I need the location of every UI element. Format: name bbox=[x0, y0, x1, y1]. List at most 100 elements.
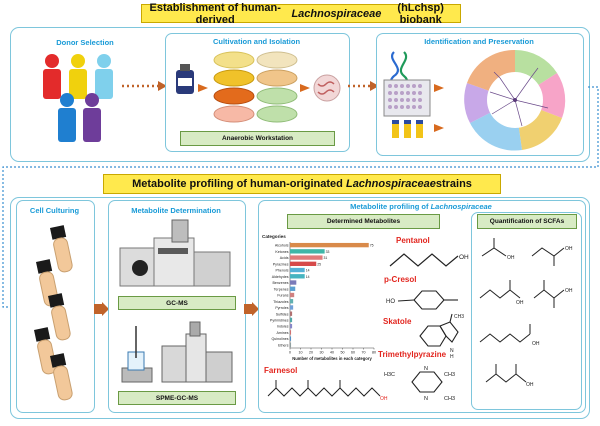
person-blue bbox=[58, 93, 76, 142]
cultivation-illustration bbox=[176, 51, 341, 123]
top-banner-em: Lachnospiraceae bbox=[291, 7, 382, 20]
farnesol-label: Farnesol bbox=[264, 366, 298, 375]
chart-x-tick-label: 80 bbox=[372, 351, 376, 355]
p-cresol-label: p-Cresol bbox=[384, 275, 417, 284]
chart-category-label: Ketones bbox=[275, 250, 288, 254]
chart-x-tick-label: 30 bbox=[320, 351, 324, 355]
tmp-ch3-bottom: CH3 bbox=[444, 396, 455, 402]
chart-bar-value-label: 14 bbox=[306, 269, 310, 273]
person-yellow bbox=[69, 54, 87, 99]
pentanol-oh: OH bbox=[459, 254, 469, 261]
chart-bar-value-label: 31 bbox=[324, 256, 328, 260]
phylogenetic-tree-icon bbox=[464, 49, 566, 151]
chart-category-label: Alcohols bbox=[275, 244, 289, 248]
scfa-box bbox=[471, 212, 582, 410]
p-cresol-ho: HO bbox=[386, 299, 395, 305]
trimethylpyrazine-structure: H3C N N CH3 CH3 bbox=[384, 366, 455, 402]
isobutyric-oh: OH bbox=[565, 288, 573, 294]
pentanol-structure: OH bbox=[389, 253, 469, 267]
profiling-title-em: Lachnospiraceae bbox=[430, 202, 492, 211]
pentanol-label: Pentanol bbox=[396, 236, 430, 245]
skatole-ch3: CH3 bbox=[454, 314, 464, 320]
chart-bar-value-label: 33 bbox=[326, 250, 330, 254]
tmp-h3c: H3C bbox=[384, 372, 395, 378]
sequencing-plate-icon bbox=[383, 79, 431, 117]
chart-category-label: Furans bbox=[277, 294, 288, 298]
isovaleric-oh: OH bbox=[526, 382, 534, 388]
valeric-acid bbox=[479, 324, 531, 343]
chart-category-label: Thiazoles bbox=[273, 300, 289, 304]
anaerobic-workstation-label: Anaerobic Workstation bbox=[180, 131, 335, 146]
butyric-acid bbox=[479, 280, 521, 299]
chart-x-tick-label: 0 bbox=[289, 351, 291, 355]
isolated-colony-plate bbox=[313, 74, 341, 102]
butyric-oh: OH bbox=[516, 300, 524, 306]
chart-category-label: Acids bbox=[280, 256, 289, 260]
propionic-acid bbox=[531, 247, 565, 266]
skatole-structure: CH3 N H bbox=[419, 313, 464, 360]
chart-bar-value-label: 14 bbox=[306, 275, 310, 279]
top-banner: Establishment of human-derived Lachnospi… bbox=[141, 1, 461, 26]
metabolite-determination-title: Metabolite Determination bbox=[131, 206, 221, 215]
person-purple bbox=[83, 93, 101, 142]
acetic-oh: OH bbox=[507, 255, 515, 261]
chart-bar bbox=[290, 249, 325, 254]
bottom-banner-pre: Metabolite profiling of human-originated bbox=[132, 178, 343, 190]
scfa-label: Quantification of SCFAs bbox=[477, 214, 577, 229]
chart-bar bbox=[290, 323, 293, 329]
chart-category-label: Benzenes bbox=[273, 281, 289, 285]
p-cresol-structure: HO bbox=[386, 290, 458, 310]
isobutyric-acid bbox=[533, 280, 565, 308]
chart-x-tick-label: 40 bbox=[330, 351, 334, 355]
chart-category-label: Pyrazines bbox=[273, 262, 289, 266]
propionic-oh: OH bbox=[565, 246, 573, 252]
donor-title: Donor Selection bbox=[56, 38, 114, 47]
spme-gcms-label: SPME-GC-MS bbox=[118, 391, 236, 405]
chart-bar-value-label: 75 bbox=[370, 244, 374, 248]
chart-category-label: Pyrroles bbox=[275, 306, 288, 310]
person-cyan bbox=[95, 54, 113, 99]
tmp-ch3-top: CH3 bbox=[444, 372, 455, 378]
chart-bar bbox=[290, 255, 323, 260]
chart-bar bbox=[290, 305, 294, 310]
arrow-culture-to-ident bbox=[348, 81, 379, 91]
chart-bar bbox=[290, 274, 305, 279]
skatole-h: H bbox=[450, 354, 454, 360]
chart-bar bbox=[290, 317, 293, 323]
storage-tubes-icon bbox=[392, 120, 423, 138]
bottom-banner: Metabolite profiling of human-originated… bbox=[103, 174, 501, 194]
chart-bar bbox=[290, 242, 369, 248]
chart-category-label: Quinolines bbox=[272, 337, 289, 341]
tmp-n-bottom: N bbox=[424, 396, 428, 402]
chart-bar bbox=[290, 261, 317, 267]
culture-tube-1 bbox=[50, 225, 73, 273]
bottom-banner-em: Lachnospiraceae bbox=[345, 178, 436, 190]
chart-bar bbox=[290, 336, 292, 341]
chart-category-label: Indoles bbox=[277, 325, 289, 329]
person-red bbox=[43, 54, 61, 99]
cell-culturing-title: Cell Culturing bbox=[29, 206, 80, 215]
culture-tube-5 bbox=[50, 353, 73, 401]
chart-category-label: Sulfides bbox=[276, 312, 289, 316]
chart-category-label: Ethers bbox=[278, 343, 289, 347]
chart-bar bbox=[290, 292, 295, 298]
identification-illustration bbox=[383, 49, 566, 151]
chart-bar bbox=[290, 311, 293, 316]
isovaleric-acid bbox=[485, 364, 527, 383]
chart-title: Categories bbox=[262, 234, 286, 239]
chart-bar-value-label: 25 bbox=[317, 262, 321, 266]
top-banner-pre: Establishment of human-derived bbox=[149, 1, 281, 26]
culture-tube-3 bbox=[48, 293, 71, 341]
farnesol-structure: OH bbox=[267, 380, 388, 402]
arrow-donor-to-culture bbox=[122, 81, 167, 91]
chart-category-label: Terpenes bbox=[274, 287, 289, 291]
chart-x-tick-label: 20 bbox=[309, 351, 313, 355]
valeric-oh: OH bbox=[532, 341, 540, 347]
chart-bar bbox=[290, 342, 292, 348]
chart-category-label: Phenols bbox=[276, 269, 289, 273]
chart-bar bbox=[290, 267, 305, 273]
reagent-bottle-icon bbox=[176, 64, 194, 94]
tmp-n-top: N bbox=[424, 366, 428, 372]
trimethylpyrazine-label: Trimethylpyrazine bbox=[378, 350, 447, 359]
